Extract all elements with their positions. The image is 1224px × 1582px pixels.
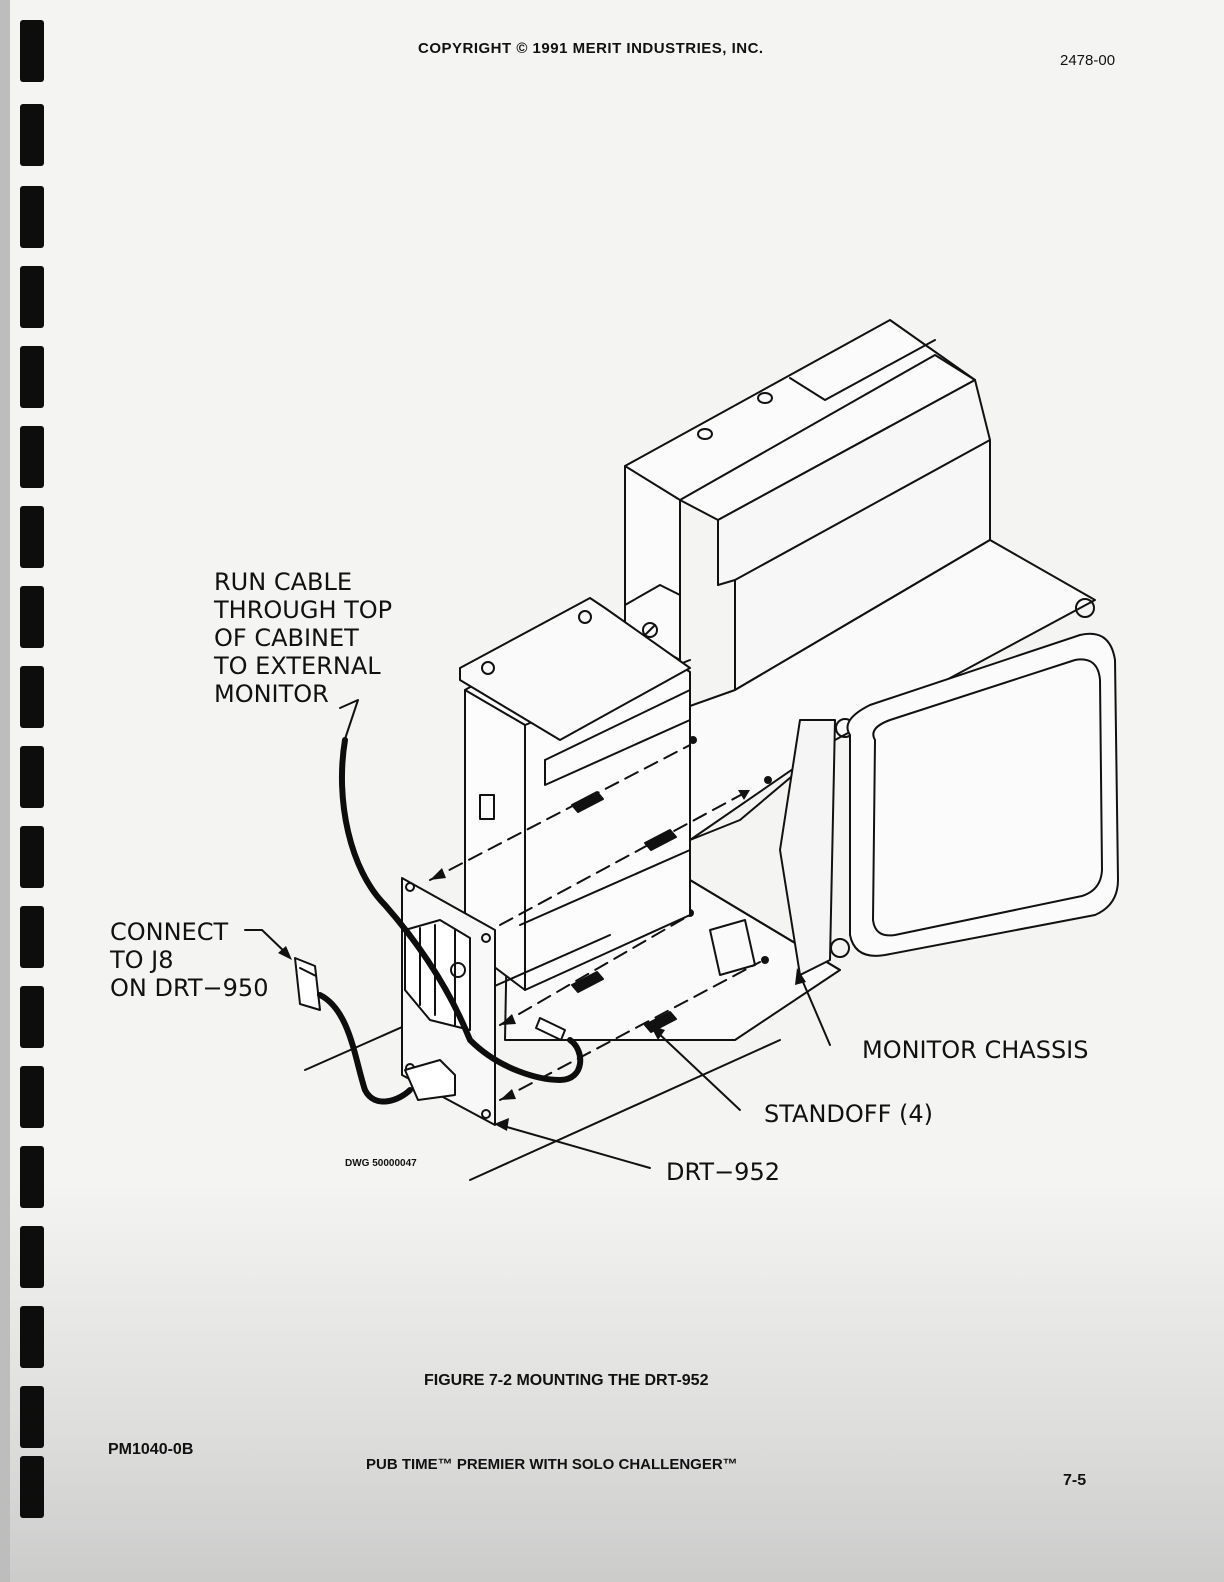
footer-title: PUB TIME™ PREMIER WITH SOLO CHALLENGER™: [366, 1456, 738, 1473]
drawing-number: DWG 50000047: [345, 1158, 417, 1169]
binding-ring: [20, 586, 44, 648]
j8-connector: [294, 957, 321, 1011]
binding-ring: [20, 1066, 44, 1128]
binding-ring: [20, 746, 44, 808]
page-shading: [0, 1180, 1224, 1582]
binding-ring: [20, 1146, 44, 1208]
binding-ring: [20, 20, 44, 82]
page-edge: [0, 0, 10, 1582]
drt-952-label: DRT−952: [666, 1158, 780, 1186]
figure-caption: FIGURE 7-2 MOUNTING THE DRT-952: [424, 1372, 709, 1389]
binding-ring: [20, 346, 44, 408]
connect-line-2: TO J8: [110, 946, 174, 974]
leader-lines: [244, 699, 831, 1169]
connect-line-1: CONNECT: [110, 918, 229, 946]
run-cable-line-4: TO EXTERNAL: [214, 652, 381, 680]
connect-line-3: ON DRT−950: [110, 974, 269, 1002]
binding-ring: [20, 1456, 44, 1518]
leader-arrowheads: [278, 946, 806, 1131]
standoff-label: STANDOFF (4): [764, 1100, 934, 1128]
document-number: 2478-00: [1060, 52, 1116, 69]
coax-plug: [535, 1017, 566, 1041]
page-number: 7-5: [1063, 1472, 1087, 1489]
copyright-header: COPYRIGHT © 1991 MERIT INDUSTRIES, INC.: [418, 40, 764, 57]
standoff-3: [571, 971, 604, 993]
binding-ring: [20, 266, 44, 328]
footer-part-number: PM1040-0B: [108, 1441, 194, 1458]
standoff-1: [571, 791, 604, 813]
binding-ring: [20, 1306, 44, 1368]
connect-label: CONNECT TO J8 ON DRT−950: [110, 918, 268, 1002]
binding-ring: [20, 506, 44, 568]
binding-ring: [20, 666, 44, 728]
run-cable-line-1: RUN CABLE: [214, 568, 352, 596]
binding-ring: [20, 906, 44, 968]
binding-ring: [20, 986, 44, 1048]
standoff-2: [644, 829, 677, 851]
run-cable-line-2: THROUGH TOP: [214, 596, 393, 624]
standoffs: [571, 791, 677, 1033]
binding-ring: [20, 1226, 44, 1288]
cables: [317, 737, 584, 1105]
arrowheads: [430, 790, 750, 1100]
run-cable-label: RUN CABLE THROUGH TOP OF CABINET TO EXTE…: [214, 568, 392, 708]
run-cable-line-5: MONITOR: [214, 680, 329, 708]
binding-ring: [20, 826, 44, 888]
run-cable-line-3: OF CABINET: [214, 624, 359, 652]
binding-ring: [20, 426, 44, 488]
binding-ring: [20, 1386, 44, 1448]
spiral-binding: [0, 0, 60, 1582]
binding-ring: [20, 186, 44, 248]
binding-ring: [20, 104, 44, 166]
cabinet-bracket: [459, 597, 772, 991]
monitor-chassis-label: MONITOR CHASSIS: [862, 1036, 1089, 1064]
